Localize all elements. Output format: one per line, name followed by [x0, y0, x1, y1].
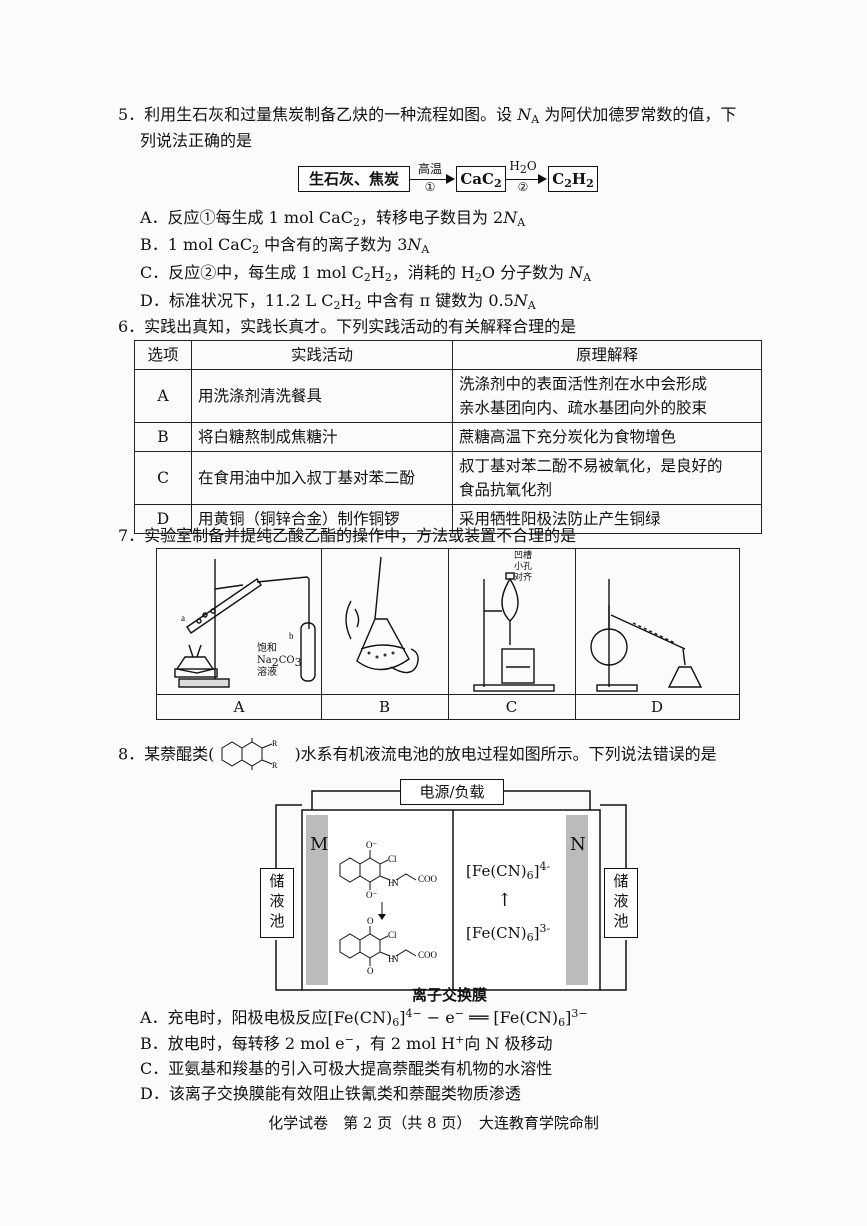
q6-table: 选项 实践活动 原理解释 A 用洗涤剂清洗餐具 洗涤剂中的表面活性剂在水中会形成… — [134, 340, 762, 534]
q5-option-c: C．反应②中，每生成 1 mol C2H2，消耗的 H2O 分子数为 NA — [140, 263, 592, 284]
table-row: D 用黄铜（铜锌合金）制作铜锣 采用牺牲阳极法防止产生铜绿 — [134, 504, 762, 534]
table-row: A 用洗涤剂清洗餐具 洗涤剂中的表面活性剂在水中会形成亲水基团向内、疏水基团向外… — [134, 369, 762, 423]
apparatus-label-c: C — [448, 694, 575, 719]
header-explain: 原理解释 — [452, 340, 762, 370]
q8-option-b: B．放电时，每转移 2 mol e−，有 2 mol H+向 N 极移动 — [140, 1033, 553, 1053]
flow-box-reactants: 生石灰、焦炭 — [298, 166, 410, 192]
table-row: B 将白糖熬制成焦糖汁 蔗糖高温下充分炭化为食物增色 — [134, 422, 762, 452]
apparatus-d-drawing — [590, 579, 703, 692]
apparatus-c-note: 凹槽小孔对齐 — [514, 551, 533, 583]
q7-stem: 7．实验室制备并提纯乙酸乙酯的操作中，方法或装置不合理的是 — [118, 526, 577, 545]
flow-box-cac2: CaC2 — [456, 166, 506, 192]
svg-text:R: R — [272, 739, 278, 748]
header-option: 选项 — [134, 340, 192, 370]
q8-option-d: D．该离子交换膜能有效阻止铁氰类和萘醌类物质渗透 — [140, 1084, 521, 1103]
q5-stem-line2: 列说法正确的是 — [140, 131, 253, 150]
row-explain: 洗涤剂中的表面活性剂在水中会形成亲水基团向内、疏水基团向外的胶束 — [452, 369, 762, 423]
ferricyanide-label: [Fe(CN)6]3- — [466, 922, 551, 944]
ion-exchange-membrane-label: 离子交换膜 — [412, 986, 488, 1004]
row-activity: 将白糖熬制成焦糖汁 — [191, 422, 453, 452]
svg-text:O⁻: O⁻ — [366, 890, 377, 900]
apparatus-a-note: 饱和 Na2CO3 溶液 — [257, 643, 302, 678]
table-row: C 在食用油中加入叔丁基对苯二酚 叔丁基对苯二酚不易被氧化，是良好的食品抗氧化剂 — [134, 451, 762, 505]
row-explain: 采用牺牲阳极法防止产生铜绿 — [452, 504, 762, 534]
header-activity: 实践活动 — [191, 340, 453, 370]
q5-option-a: A．反应①每生成 1 mol CaC2，转移电子数目为 2NA — [140, 208, 526, 229]
svg-text:b: b — [289, 631, 294, 641]
apparatus-c-drawing — [473, 572, 555, 692]
svg-text:H: H — [388, 878, 395, 888]
row-option: C — [134, 451, 192, 505]
flow-box-c2h2: C2H2 — [548, 166, 598, 192]
q5-option-b: B．1 mol CaC2 中含有的离子数为 3NA — [140, 235, 430, 256]
svg-text:O⁻: O⁻ — [366, 840, 377, 850]
svg-text:O: O — [367, 916, 374, 926]
q5-stem-line1: 5．利用生石灰和过量焦炭制备乙炔的一种流程如图。设 NA 为阿伏加德罗常数的值，… — [118, 105, 737, 126]
electrode-m-label: M — [310, 834, 329, 855]
q8-option-c: C．亚氨基和羧基的引入可极大提高萘醌类有机物的水溶性 — [140, 1059, 553, 1078]
row-activity: 用洗涤剂清洗餐具 — [191, 369, 453, 423]
svg-text:R: R — [272, 761, 278, 770]
svg-text:COO: COO — [418, 950, 438, 960]
up-arrow-icon: ↑ — [497, 890, 513, 911]
q5-option-d: D．标准状况下，11.2 L C2H2 中含有 π 键数为 0.5NA — [140, 291, 536, 312]
battery-wiring — [275, 790, 627, 991]
power-load-box: 电源/负载 — [400, 779, 504, 805]
q8-stem: 8．某萘醌类( R R )水系有机液流电池的放电过程如图所示。下列说法错误的是 — [118, 738, 717, 770]
page-footer: 化学试卷 第 2 页（共 8 页） 大连教育学院命制 — [268, 1114, 599, 1132]
apparatus-b: B — [321, 549, 449, 719]
flow-arrow1-bottom: ① — [424, 180, 436, 194]
apparatus-a: a b 饱和 Na2CO3 溶液 A — [157, 549, 322, 719]
electrode-n-label: N — [570, 834, 586, 855]
apparatus-b-drawing — [345, 556, 419, 674]
flow-arrow1-top: 高温 — [417, 162, 442, 176]
q7-apparatus-figure: a b 饱和 Na2CO3 溶液 A B — [156, 548, 740, 720]
row-explain: 叔丁基对苯二酚不易被氧化，是良好的食品抗氧化剂 — [452, 451, 762, 505]
row-option: B — [134, 422, 192, 452]
apparatus-c: 凹槽小孔对齐 C — [448, 549, 576, 719]
svg-text:a: a — [181, 613, 185, 623]
row-explain: 蔗糖高温下充分炭化为食物增色 — [452, 422, 762, 452]
left-storage-tank: 储液池 — [260, 868, 294, 938]
naphthoquinone-molecules: O⁻O⁻ Cl HN COO OO Cl HN COO — [339, 840, 438, 976]
q6-stem: 6．实践出真知，实践长真才。下列实践活动的有关解释合理的是 — [118, 317, 577, 336]
naphthoquinone-structure-icon: R R — [221, 738, 278, 770]
svg-text:O: O — [367, 966, 374, 976]
ferrocyanide-label: [Fe(CN)6]4- — [466, 860, 551, 882]
flow-arrow2-bottom: ② — [517, 180, 529, 194]
row-activity: 在食用油中加入叔丁基对苯二酚 — [191, 451, 453, 505]
right-storage-tank: 储液池 — [604, 868, 638, 938]
apparatus-label-d: D — [575, 694, 739, 719]
q8-option-a: A．充电时，阳极电极反应[Fe(CN)6]4− − e− ══ [Fe(CN)6… — [140, 1007, 588, 1029]
svg-text:H: H — [388, 954, 395, 964]
apparatus-d: D — [575, 549, 739, 719]
apparatus-label-a: A — [157, 694, 321, 719]
svg-text:Cl: Cl — [388, 854, 397, 864]
table-header-row: 选项 实践活动 原理解释 — [134, 340, 762, 370]
apparatus-a-drawing: a b — [174, 559, 316, 688]
svg-text:Cl: Cl — [388, 930, 397, 940]
row-option: A — [134, 369, 192, 423]
svg-text:N: N — [392, 878, 399, 888]
svg-text:COO: COO — [418, 874, 438, 884]
row-activity: 用黄铜（铜锌合金）制作铜锣 — [191, 504, 453, 534]
flow-arrow2-top: H2O — [509, 159, 537, 176]
svg-text:N: N — [392, 954, 399, 964]
apparatus-label-b: B — [321, 694, 448, 719]
